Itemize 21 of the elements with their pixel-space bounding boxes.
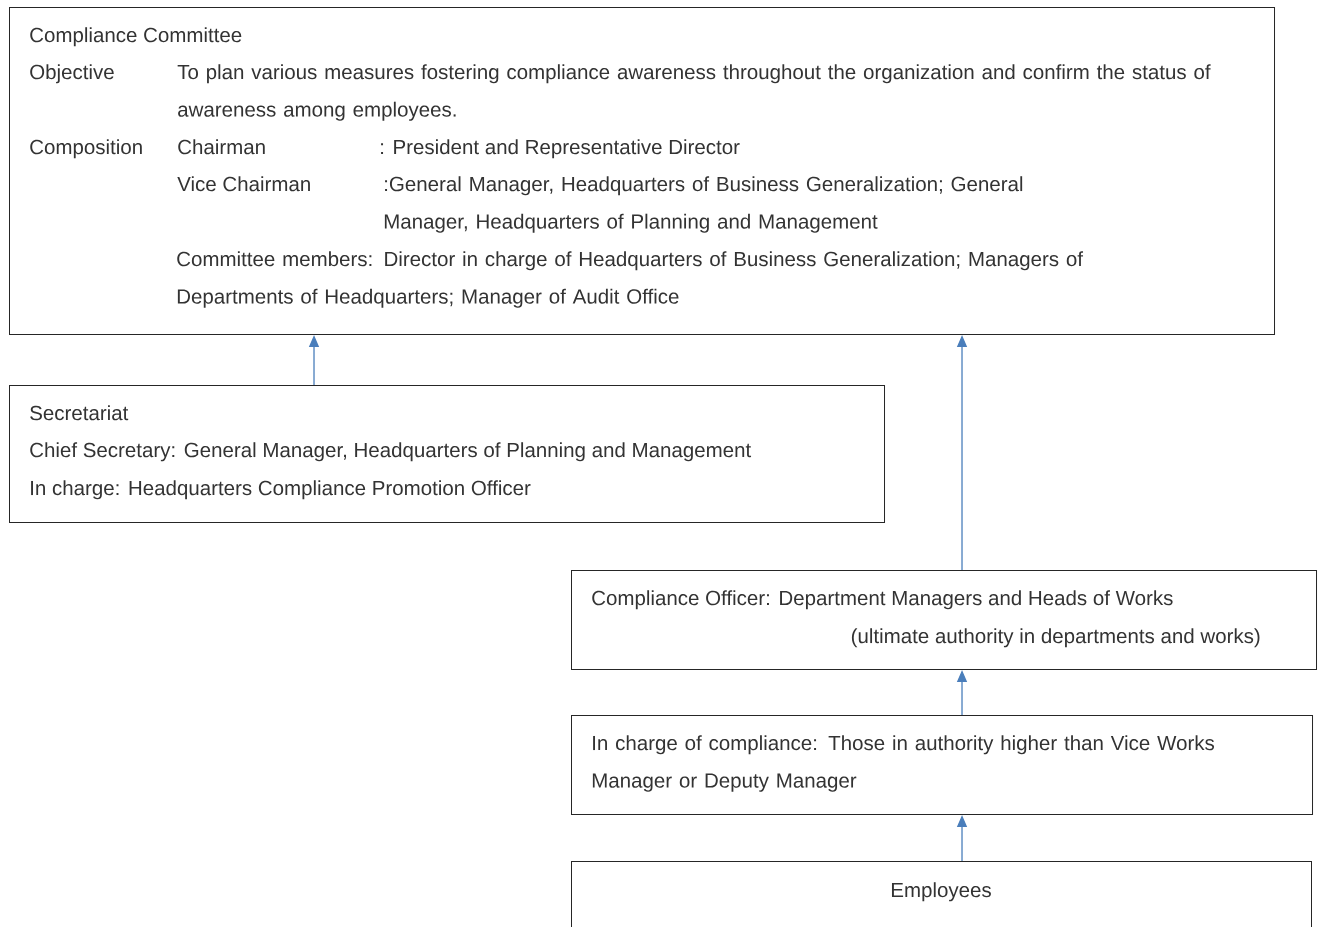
box-heading: Compliance Committee bbox=[30, 27, 242, 47]
field-label: Composition bbox=[30, 139, 142, 159]
org-box bbox=[571, 715, 1313, 815]
field-text: To plan various measures fostering compliance awareness throughout the organization and confirm the status of awareness among employees. bbox=[177, 64, 1211, 121]
box-text: Chief Secretary: General Manager, Headquarters of Planning and Management bbox=[30, 442, 752, 462]
org-box bbox=[571, 570, 1317, 670]
role-text: Committee members: Director in charge of Headquarters of Business Generalization; Managers of Departments of Headquarters; Manager of Audit Office bbox=[177, 251, 1083, 308]
box-text: In charge: Headquarters Compliance Promotion Officer bbox=[31, 480, 531, 500]
org-box bbox=[9, 385, 885, 523]
org-box bbox=[571, 861, 1312, 927]
field-label: Objective bbox=[30, 64, 114, 84]
box-text: (ultimate authority in departments and works) bbox=[851, 628, 1260, 648]
role-label: Chairman bbox=[178, 139, 265, 155]
box-heading: Secretariat bbox=[30, 405, 129, 421]
org-box bbox=[9, 7, 1275, 335]
role-text: : President and Representative Director bbox=[381, 139, 740, 159]
box-text: Employees bbox=[892, 882, 991, 902]
box-text: In charge of compliance: Those in authority higher than Vice Works Manager or Deputy Manager bbox=[592, 735, 1215, 792]
role-label: Vice Chairman bbox=[177, 176, 310, 192]
box-text: Compliance Officer: Department Managers and Heads of Works bbox=[592, 590, 1173, 610]
role-text: :General Manager, Headquarters of Business Generalization; General Manager, Headquarters of Planning and Management bbox=[384, 176, 1023, 233]
